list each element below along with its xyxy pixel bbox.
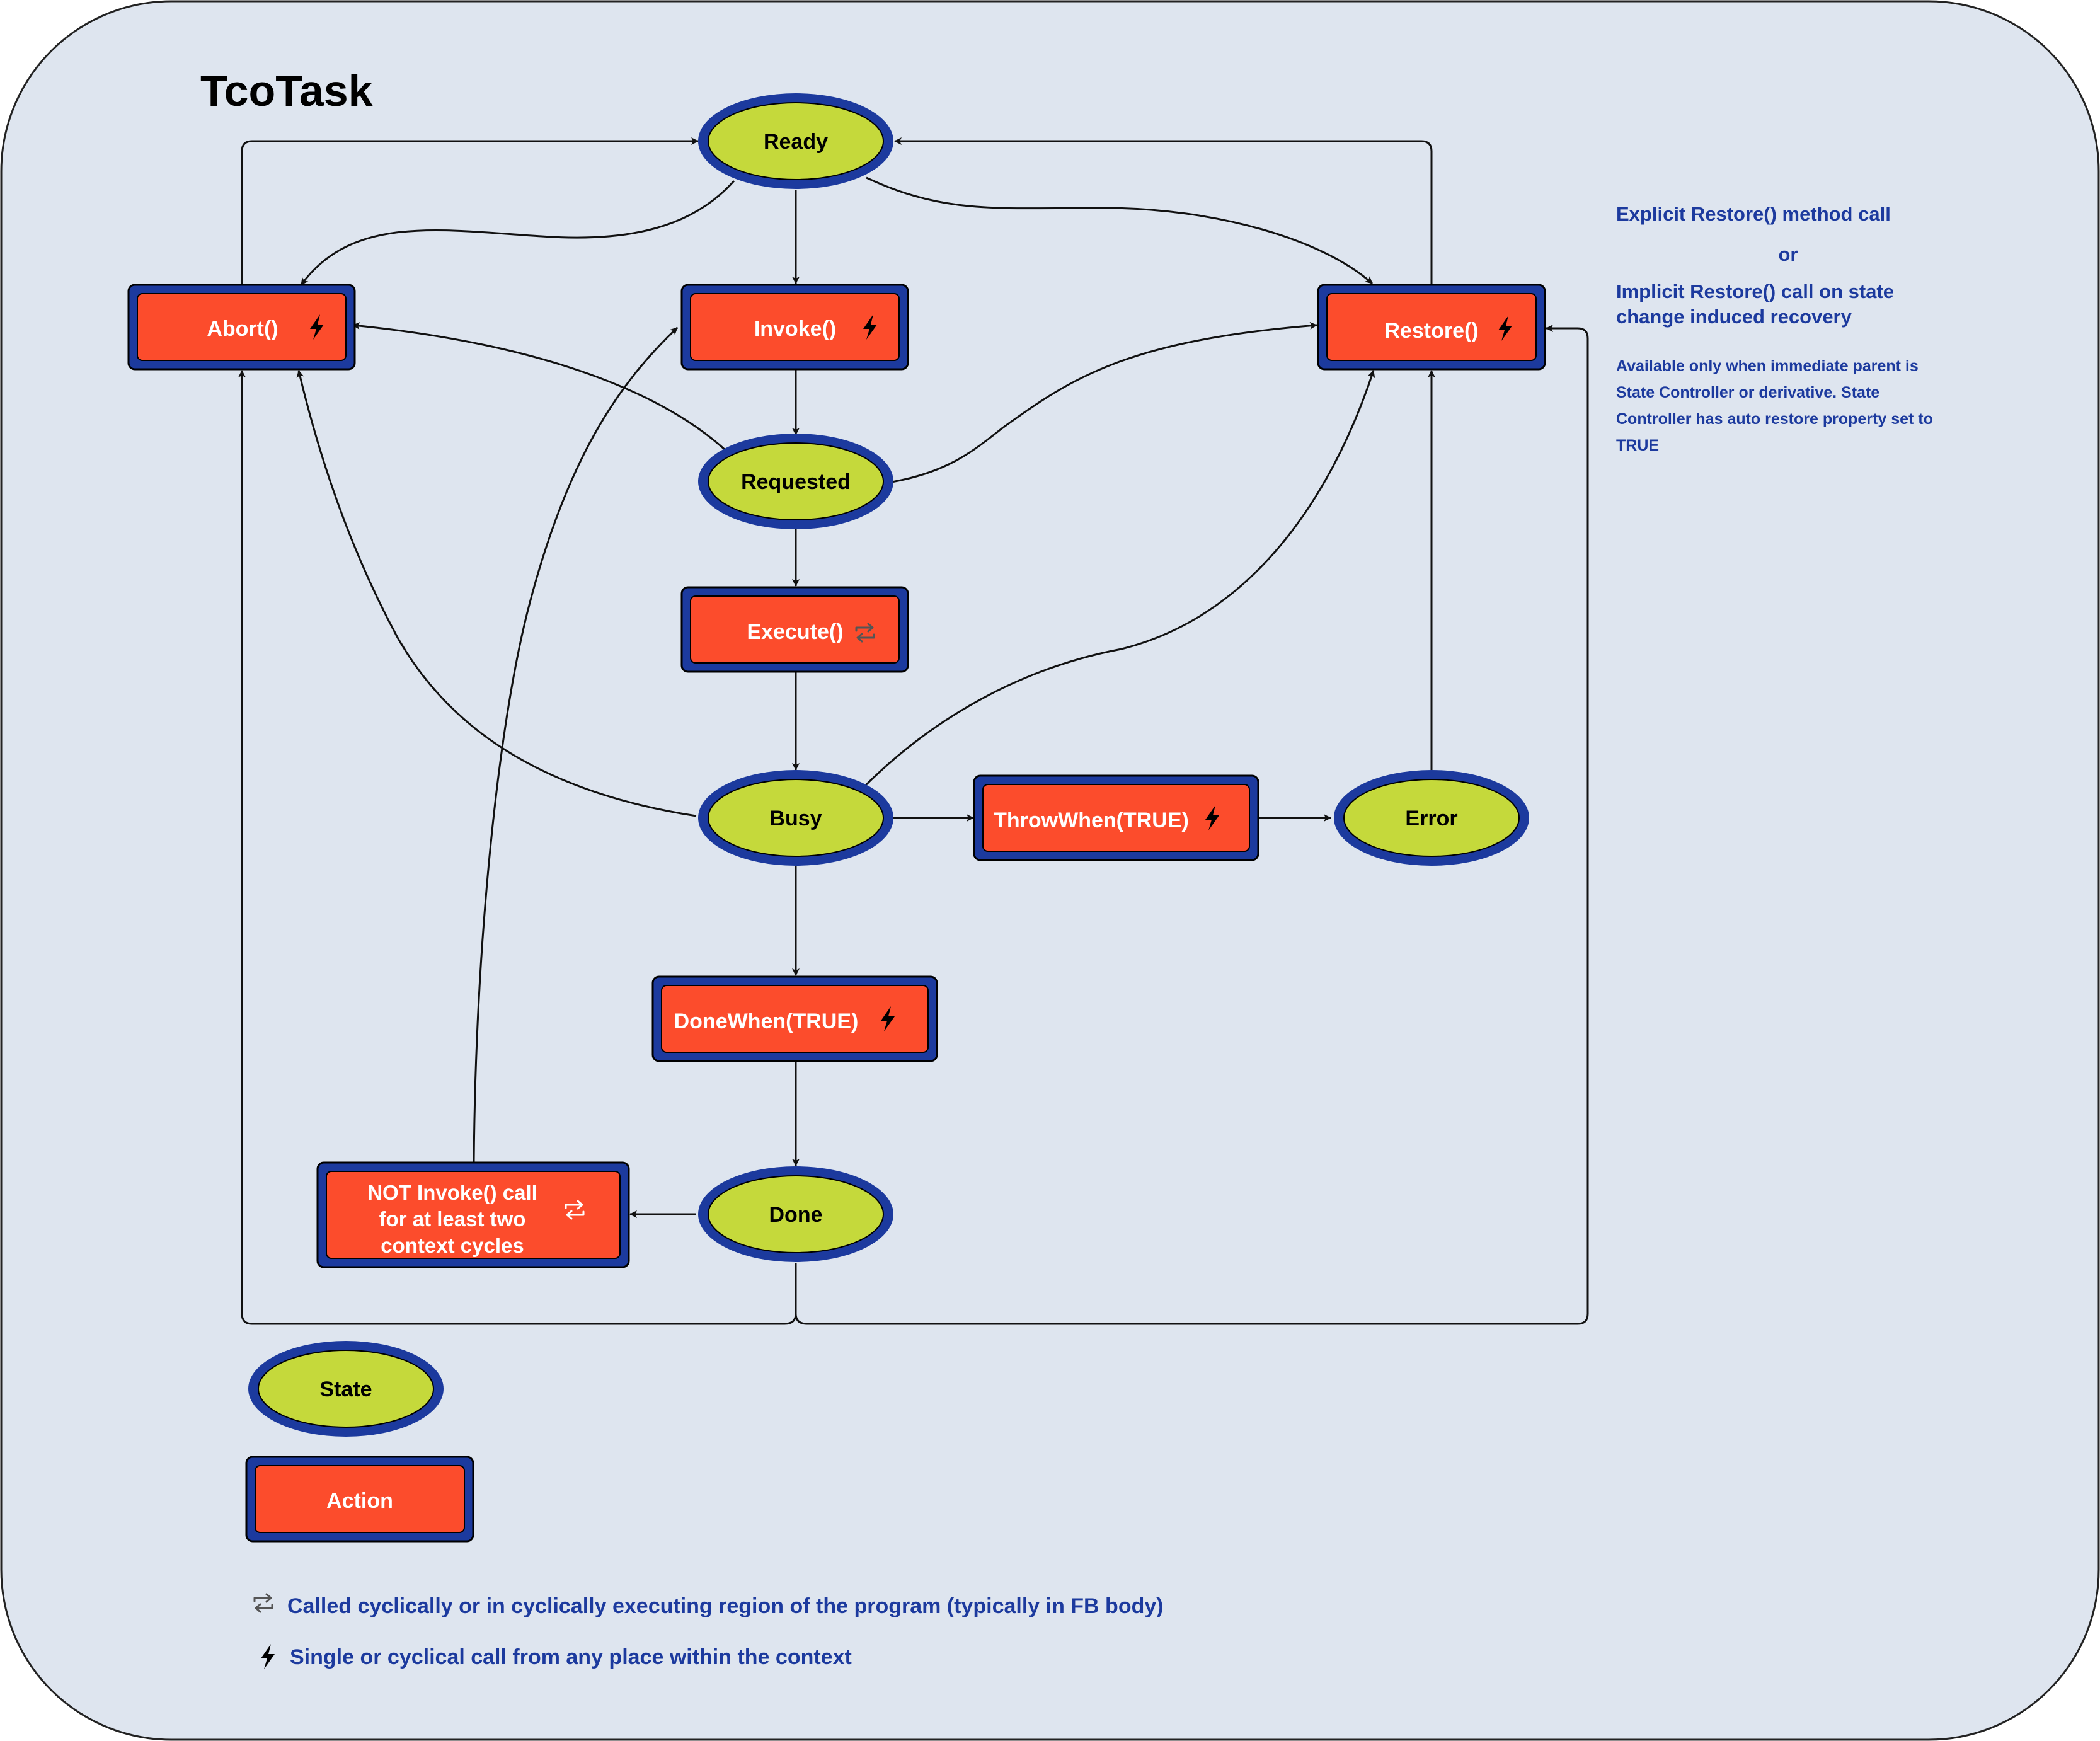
state-ready-label: Ready bbox=[764, 130, 828, 154]
note-small1: Available only when immediate parent is bbox=[1616, 357, 1919, 375]
state-error: Error bbox=[1334, 770, 1529, 866]
legend-state-label: State bbox=[319, 1377, 372, 1401]
action-execute-label: Execute() bbox=[747, 620, 843, 644]
state-ready: Ready bbox=[698, 93, 893, 189]
edge-notinvoke-invoke bbox=[473, 326, 679, 1163]
state-requested: Requested bbox=[698, 434, 893, 529]
restore-note: Explicit Restore() method call or Implic… bbox=[1616, 203, 1933, 454]
legend-state: State bbox=[248, 1341, 444, 1437]
edge-ready-abort bbox=[300, 180, 735, 285]
action-donewhen-label: DoneWhen(TRUE) bbox=[674, 1009, 859, 1033]
action-not-invoke-line3: context cycles bbox=[381, 1234, 524, 1257]
action-not-invoke-line2: for at least two bbox=[379, 1207, 526, 1231]
edges bbox=[238, 137, 1589, 1325]
edge-busy-abort bbox=[296, 370, 697, 817]
edge-ready-restore bbox=[866, 176, 1374, 285]
state-done-label: Done bbox=[769, 1203, 823, 1227]
note-small2: State Controller or derivative. State bbox=[1616, 384, 1879, 401]
edge-restore-ready bbox=[894, 137, 1433, 285]
legend-cyclic-text: Called cyclically or in cyclically execu… bbox=[287, 1594, 1164, 1618]
action-throwwhen: ThrowWhen(TRUE) bbox=[973, 774, 1259, 861]
edge-busy-restore bbox=[862, 370, 1375, 789]
legend-action-label: Action bbox=[326, 1489, 393, 1513]
note-line1: Explicit Restore() method call bbox=[1616, 203, 1891, 225]
state-busy: Busy bbox=[698, 770, 893, 866]
diagram-title: TcoTask bbox=[200, 66, 373, 115]
edge-done-restore bbox=[795, 325, 1589, 1325]
note-small3: Controller has auto restore property set… bbox=[1616, 410, 1933, 428]
legend-single-text: Single or cyclical call from any place w… bbox=[290, 1645, 852, 1669]
edge-requested-abort bbox=[352, 322, 727, 452]
action-not-invoke-line1: NOT Invoke() call bbox=[367, 1181, 537, 1204]
state-done: Done bbox=[698, 1166, 893, 1262]
edge-requested-restore bbox=[891, 321, 1317, 483]
state-busy-label: Busy bbox=[769, 807, 822, 830]
legend-action: Action bbox=[245, 1456, 474, 1543]
action-not-invoke: NOT Invoke() call for at least two conte… bbox=[316, 1161, 630, 1268]
action-abort-label: Abort() bbox=[207, 317, 278, 341]
note-or: or bbox=[1779, 243, 1798, 265]
action-invoke-label: Invoke() bbox=[754, 317, 836, 341]
action-restore: Restore() bbox=[1317, 284, 1546, 371]
edge-done-abort bbox=[238, 370, 797, 1325]
action-restore-label: Restore() bbox=[1384, 319, 1478, 343]
state-error-label: Error bbox=[1405, 807, 1457, 830]
action-invoke: Invoke() bbox=[680, 284, 909, 371]
note-line3: change induced recovery bbox=[1616, 306, 1852, 328]
action-donewhen: DoneWhen(TRUE) bbox=[651, 975, 938, 1062]
note-line2: Implicit Restore() call on state bbox=[1616, 280, 1894, 302]
note-small4: TRUE bbox=[1616, 437, 1659, 454]
action-throwwhen-label: ThrowWhen(TRUE) bbox=[994, 808, 1189, 832]
state-requested-label: Requested bbox=[741, 470, 851, 494]
action-execute: Execute() bbox=[680, 586, 909, 673]
edge-abort-ready bbox=[241, 137, 699, 285]
legend: State Action Called cyclically or in cyc… bbox=[245, 1341, 1164, 1669]
action-abort: Abort() bbox=[127, 284, 356, 371]
